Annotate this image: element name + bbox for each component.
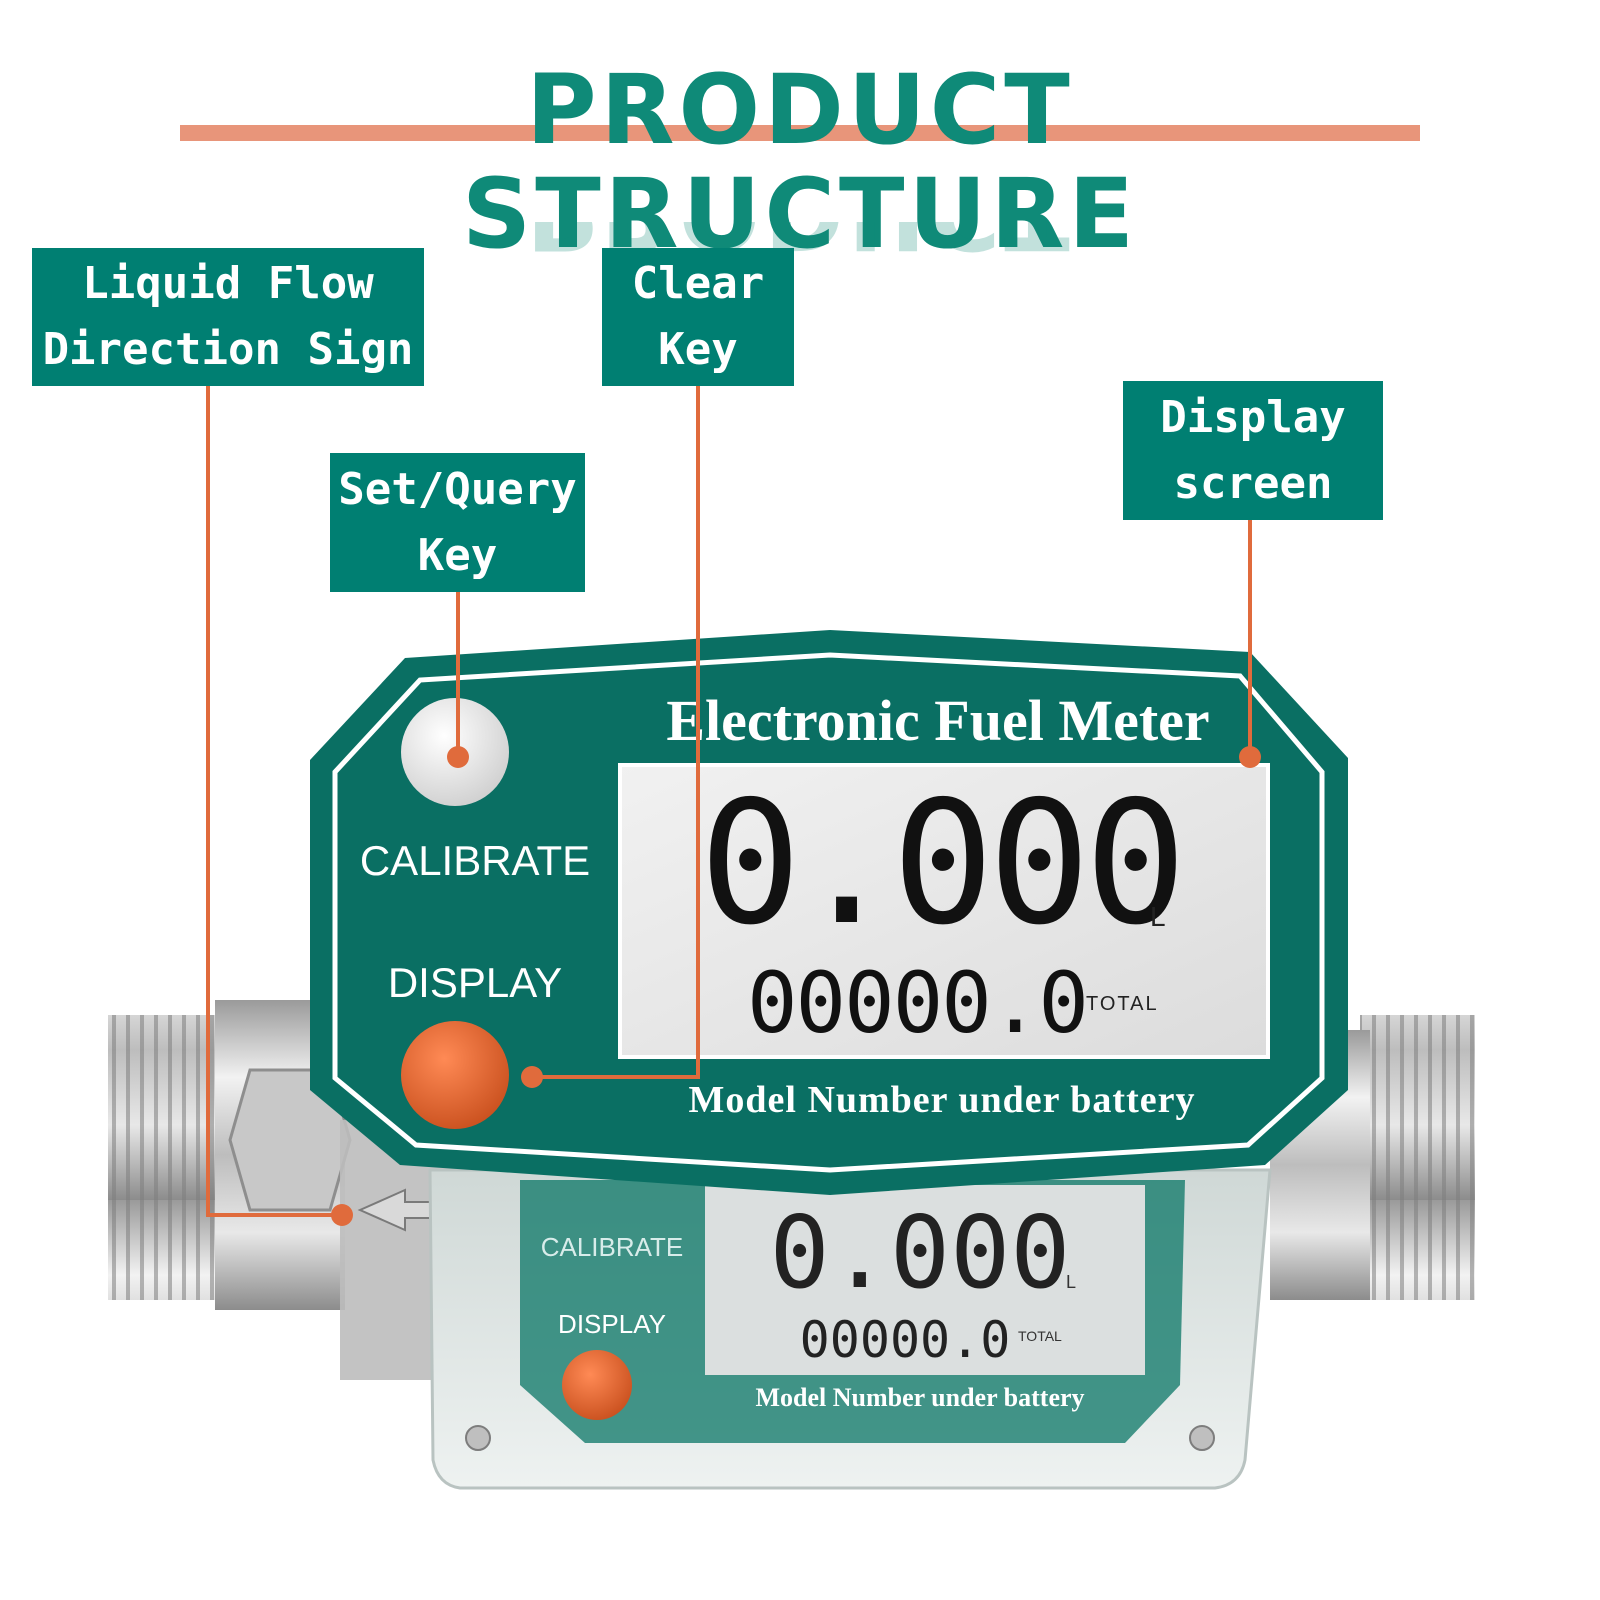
reflected-calibrate-label: CALIBRATE	[541, 1232, 684, 1262]
display-label: DISPLAY	[388, 959, 562, 1006]
title-block: PRODUCT STRUCTURE PRODUCT STRUCTURE	[180, 58, 1420, 266]
title-underline	[180, 125, 1420, 141]
callout-display-screen-line2: screen	[1173, 457, 1333, 509]
leader-flow-direction	[206, 386, 342, 1217]
leader-clear-key	[532, 386, 700, 1079]
faceplate-footer: Model Number under battery	[689, 1079, 1196, 1121]
lcd-total: 00000.0	[747, 954, 1087, 1052]
reflected-total-label: TOTAL	[1018, 1328, 1062, 1344]
callout-clear-key-line1: Clear	[631, 258, 765, 309]
page-title: PRODUCT STRUCTURE	[462, 54, 1138, 270]
reflected-reading-unit: L	[1066, 1272, 1076, 1292]
reflected-reading: 0.000	[769, 1194, 1070, 1311]
right-pipe-fitting	[1270, 1015, 1475, 1300]
display-button[interactable]	[401, 1021, 509, 1129]
callout-flow-direction: Liquid Flow Direction Sign	[32, 248, 424, 386]
callout-flow-direction-line1: Liquid Flow	[82, 258, 374, 309]
reflected-footer: Model Number under battery	[755, 1383, 1084, 1412]
callout-set-query-key-line2: Key	[417, 529, 498, 581]
meter-faceplate: Electronic Fuel Meter CALIBRATE DISPLAY …	[310, 630, 1348, 1195]
lcd-total-label: TOTAL	[1086, 993, 1159, 1015]
callout-set-query-key-line1: Set/Query	[338, 463, 577, 515]
lcd-reading: 0.000	[699, 765, 1181, 963]
calibrate-label: CALIBRATE	[360, 837, 590, 884]
callout-leader-dots	[331, 746, 1261, 1226]
callout-clear-key: Clear Key	[602, 248, 794, 386]
lcd-reading-unit: L	[1150, 901, 1166, 932]
callout-clear-key-line2: Key	[658, 324, 738, 375]
callout-display-screen-line1: Display	[1160, 391, 1346, 443]
reflected-display-button	[562, 1350, 632, 1420]
brand-text: Electronic Fuel Meter	[666, 688, 1209, 753]
callout-flow-direction-line2: Direction Sign	[42, 324, 414, 375]
callout-display-screen: Display screen	[1123, 381, 1383, 520]
reflected-total: 00000.0	[800, 1311, 1011, 1369]
reflected-display-label: DISPLAY	[558, 1309, 666, 1339]
meter-reflected-faceplate: CALIBRATE DISPLAY 0.000 L 00000.0 TOTAL …	[520, 1180, 1185, 1443]
lcd-display-screen	[618, 763, 1270, 1059]
callout-set-query-key: Set/Query Key	[330, 453, 585, 592]
callout-leader-lines	[206, 386, 1252, 1217]
